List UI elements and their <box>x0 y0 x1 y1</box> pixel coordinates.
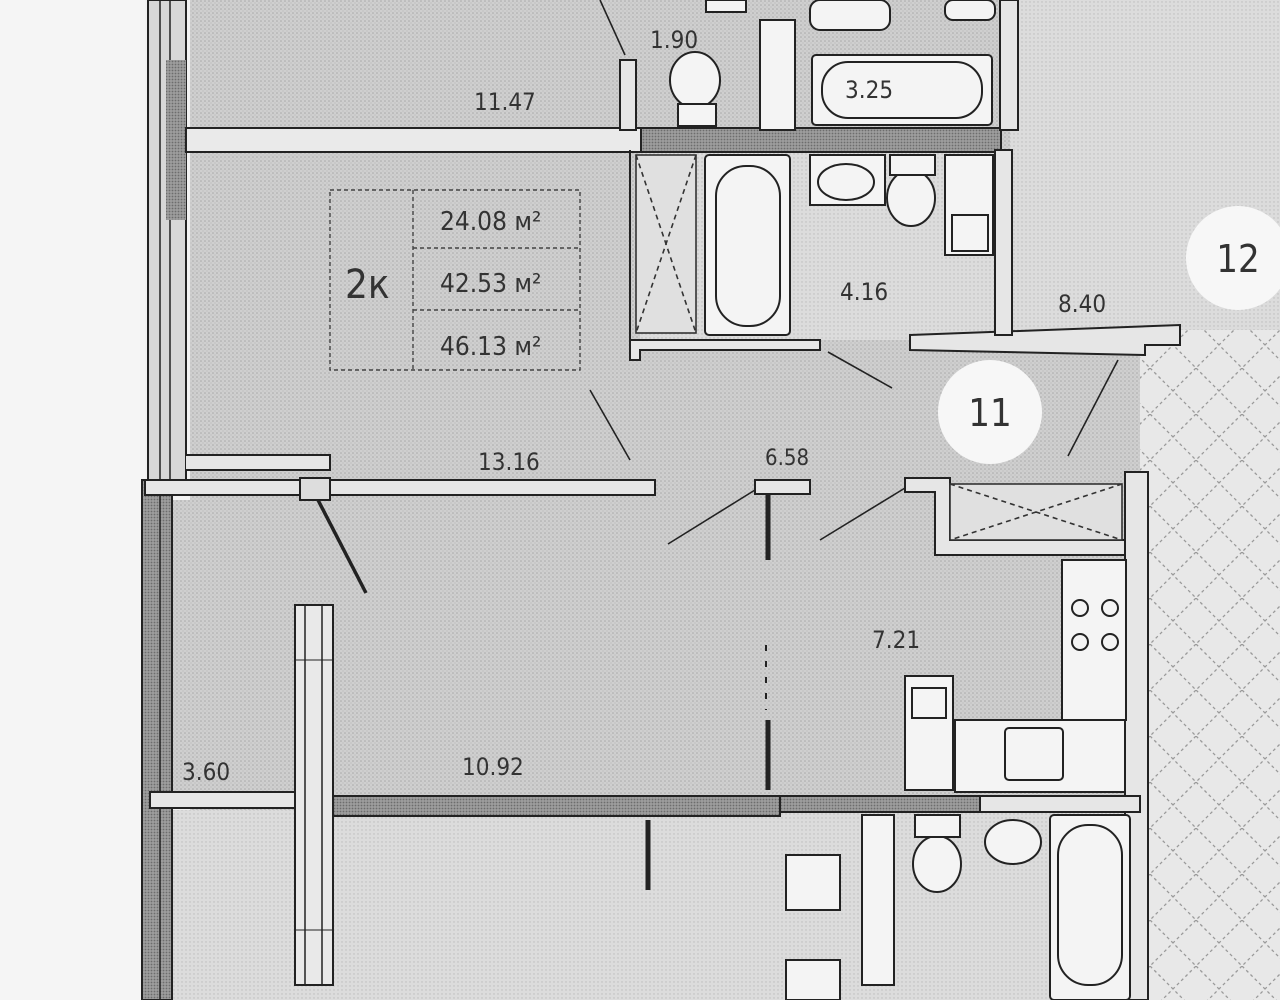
marker-12: 12 <box>1216 237 1260 281</box>
marker-11: 11 <box>968 391 1012 435</box>
area-table <box>329 189 581 371</box>
room-area-4: 4.16 <box>840 278 888 306</box>
room-area-7: 6.58 <box>765 446 809 471</box>
balcony-hatch <box>1140 330 1280 1000</box>
door-swings <box>316 0 1119 594</box>
marker-12-circle <box>1186 206 1280 310</box>
room-area-5: 8.40 <box>1058 290 1106 318</box>
toilet-lower <box>912 835 962 893</box>
labels: 2к 24.08 м² 42.53 м² 46.13 м² 11.47 1.90… <box>182 26 1260 786</box>
wardrobes <box>635 154 1123 541</box>
marker-11-circle <box>938 360 1042 464</box>
toilet-upper <box>886 169 936 227</box>
apartment-type: 2к <box>345 262 390 308</box>
room-area-1: 11.47 <box>474 88 536 116</box>
room-area-6: 13.16 <box>478 448 540 476</box>
room-area-8: 7.21 <box>872 626 920 654</box>
fixtures <box>669 0 1131 1000</box>
area-with-balcony: 46.13 м² <box>440 332 541 362</box>
room-area-3: 3.25 <box>845 76 893 104</box>
room-area-10: 10.92 <box>462 753 524 781</box>
walls <box>141 0 1181 1000</box>
area-living: 24.08 м² <box>440 207 541 237</box>
room-area-2: 1.90 <box>650 26 698 54</box>
area-total: 42.53 м² <box>440 269 541 299</box>
room-area-9: 3.60 <box>182 758 230 786</box>
